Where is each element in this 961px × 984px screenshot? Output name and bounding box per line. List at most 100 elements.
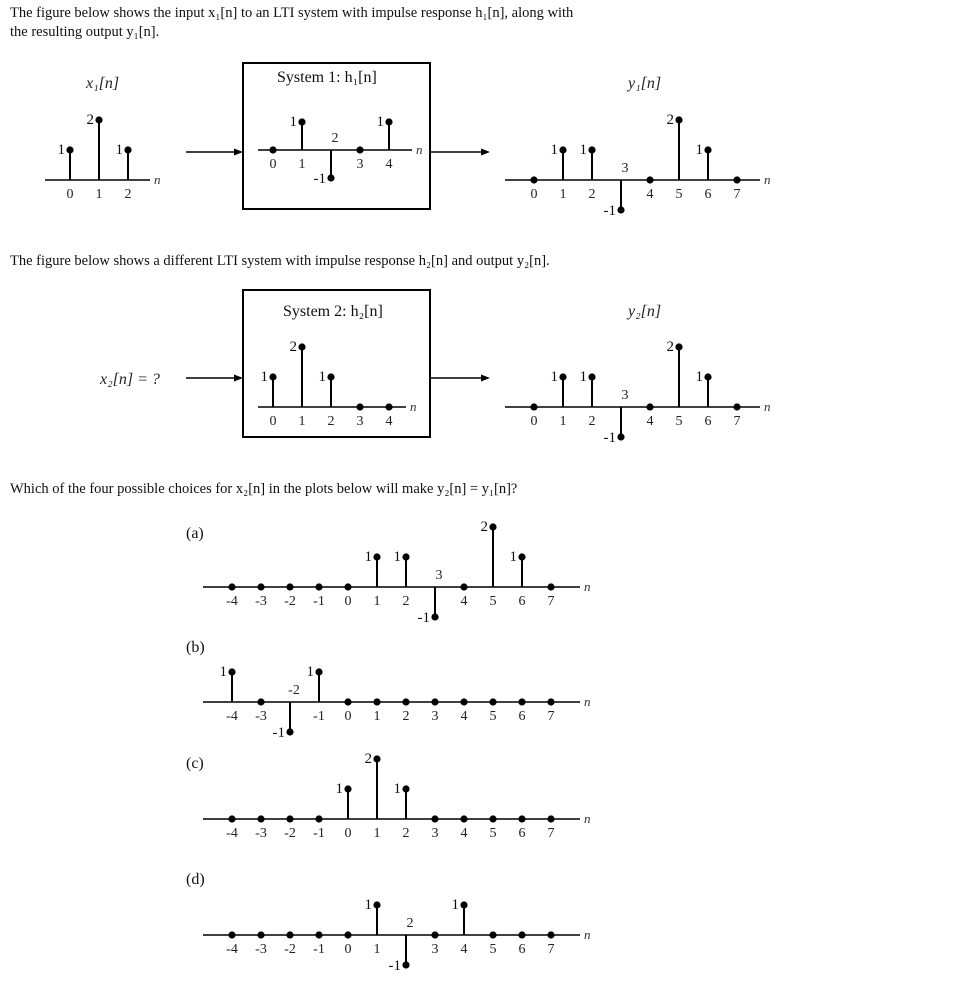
system2-title: System 2: h₂[n] [283, 303, 383, 320]
y2-tick-label: 0 [531, 414, 538, 429]
y1-value-label: 1 [696, 142, 704, 158]
choice-a-dot [286, 583, 294, 591]
y1-value-label: -1 [604, 203, 617, 219]
x1-tick-label: 0 [67, 187, 74, 202]
choice-d-dot [402, 961, 410, 969]
choice-c-axis-var: n [584, 811, 591, 826]
y1-tick-label: 6 [705, 187, 712, 202]
h1-tick-label: 2 [332, 131, 339, 146]
y2-dot [530, 403, 538, 411]
y1-dot [733, 176, 741, 184]
choice-b-dot [489, 698, 497, 706]
choice-c-dot [402, 785, 410, 793]
y2-label: y₂[n] [626, 303, 661, 320]
choice-b-dot [344, 698, 352, 706]
choice-c-dot [518, 815, 526, 823]
y1-dot [704, 146, 712, 154]
choice-b-tick-label: -1 [313, 709, 325, 724]
choice-a-dot [344, 583, 352, 591]
y2-dot [675, 343, 683, 351]
y1-tick-label: 7 [734, 187, 741, 202]
h2-dot [327, 373, 335, 381]
choice-b-value-label: 1 [220, 664, 228, 680]
choice-a-value-label: -1 [418, 610, 431, 626]
choice-c-tick-label: 6 [519, 826, 526, 841]
choice-d-value-label: 1 [365, 897, 373, 913]
y2-tick-label: 6 [705, 414, 712, 429]
choice-b-tick-label: 1 [374, 709, 381, 724]
choice-a-value-label: 2 [481, 519, 489, 535]
choice-b-value-label: -1 [273, 725, 286, 741]
y1-axis-var: n [764, 172, 771, 187]
choice-a-tick-label: 4 [461, 594, 468, 609]
h1-tick-label: 1 [299, 157, 306, 172]
y2-tick-label: 4 [647, 414, 654, 429]
y1-tick-label: 3 [622, 161, 629, 176]
choice-b-tick-label: -2 [288, 683, 300, 698]
arrow-system1-to-y1 [430, 148, 490, 156]
choice-d-tick-label: 5 [490, 942, 497, 957]
h2-dot [385, 403, 393, 411]
y1-dot [530, 176, 538, 184]
choice-c-tick-label: -2 [284, 826, 296, 841]
choice-d-dot [460, 901, 468, 909]
y1-tick-label: 5 [676, 187, 683, 202]
choice-b-dot [286, 728, 294, 736]
choice-c-tick-label: 5 [490, 826, 497, 841]
h1-tick-label: 4 [386, 157, 393, 172]
choice-b-dot [431, 698, 439, 706]
choice-a-tick-label: 3 [436, 568, 443, 583]
x1-tick-label: 1 [96, 187, 103, 202]
choice-b-dot [518, 698, 526, 706]
choice-a-dot [489, 523, 497, 531]
choice-c-label: (c) [186, 755, 204, 772]
h1-value-label: 1 [290, 114, 298, 130]
x1-value-label: 1 [116, 142, 124, 158]
choice-c-dot [257, 815, 265, 823]
choice-b-dot [228, 668, 236, 676]
choice-b-dot [460, 698, 468, 706]
choice-d-dot [489, 931, 497, 939]
intro-text-line1: The figure below shows the input x₁[n] t… [10, 5, 574, 21]
h1-dot [385, 118, 393, 126]
h2-tick-label: 4 [386, 414, 393, 429]
x1-label: x₁[n] [85, 75, 119, 92]
h2-tick-label: 2 [328, 414, 335, 429]
choice-a-dot [257, 583, 265, 591]
h1-dot [327, 174, 335, 182]
h1-tick-label: 3 [357, 157, 364, 172]
h2-dot [356, 403, 364, 411]
h2-axis-var: n [410, 399, 417, 414]
choice-c-dot [489, 815, 497, 823]
choice-d-tick-label: -4 [226, 942, 238, 957]
choice-b-tick-label: 7 [548, 709, 555, 724]
y2-axis-var: n [764, 399, 771, 414]
choice-a-label: (a) [186, 525, 204, 542]
y2-dot [588, 373, 596, 381]
choice-c-tick-label: 3 [432, 826, 439, 841]
choice-a-dot [373, 553, 381, 561]
choice-d-dot [286, 931, 294, 939]
choice-c-tick-label: 0 [345, 826, 352, 841]
h2-tick-label: 0 [270, 414, 277, 429]
y2-tick-label: 5 [676, 414, 683, 429]
choice-c-tick-label: -1 [313, 826, 325, 841]
y2-value-label: 1 [696, 369, 704, 385]
choice-c-dot [431, 815, 439, 823]
y2-tick-label: 1 [560, 414, 567, 429]
x1-axis-var: n [154, 172, 161, 187]
y1-dot [646, 176, 654, 184]
y2-tick-label: 7 [734, 414, 741, 429]
x1-dot [95, 116, 103, 124]
system1-title: System 1: h₁[n] [277, 69, 377, 86]
choice-a-value-label: 1 [510, 549, 518, 565]
x1-value-label: 2 [87, 112, 95, 128]
choice-d-tick-label: 6 [519, 942, 526, 957]
choice-a-dot [460, 583, 468, 591]
y1-dot [559, 146, 567, 154]
y1-dot [675, 116, 683, 124]
choice-c-tick-label: 2 [403, 826, 410, 841]
choice-a-dot [228, 583, 236, 591]
choice-b-dot [257, 698, 265, 706]
